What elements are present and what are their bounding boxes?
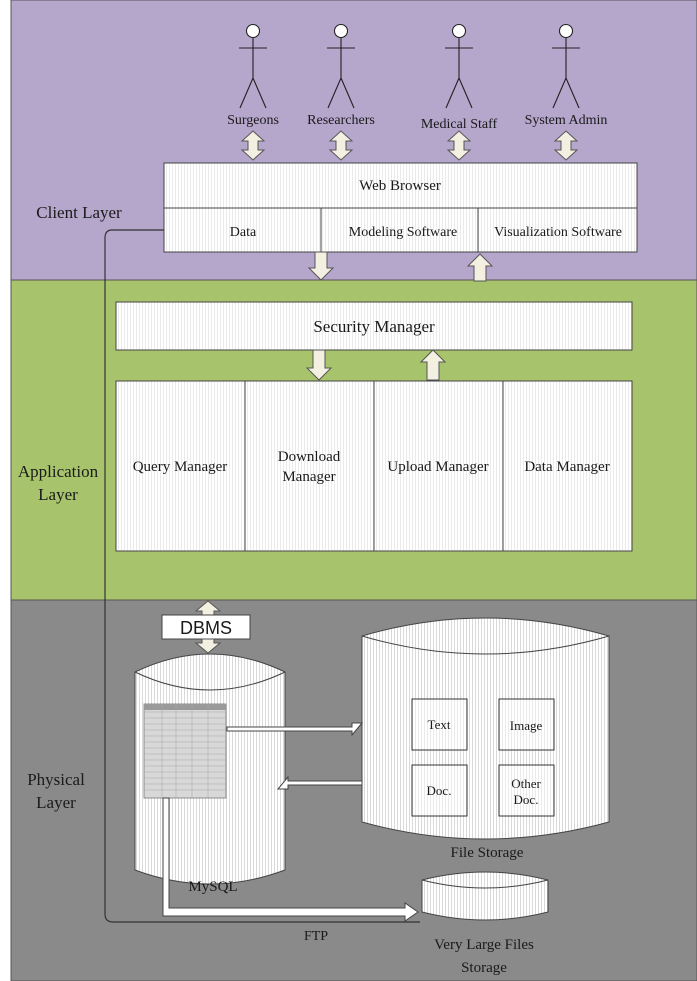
mysql-label: MySQL [188, 879, 237, 895]
dbms-box [161, 614, 251, 640]
actor-figure-icon [239, 38, 267, 109]
very-large-storage-label-line1: Very Large Files [434, 937, 534, 953]
query-manager-box [115, 380, 246, 552]
very-large-storage-label-line2: Storage [461, 960, 507, 976]
arrow-mysql-to-very-large [162, 797, 419, 922]
security-manager-box [115, 301, 633, 351]
web-browser-label: Web Browser [359, 178, 441, 194]
data-cell-label: Data [230, 225, 257, 240]
arrow-app-dbms [194, 600, 222, 616]
modeling-software-cell [320, 207, 479, 253]
file-type-doc-box [411, 764, 468, 817]
download-manager-label-line2: Manager [282, 469, 335, 485]
web-browser-box [163, 162, 638, 209]
actor-figure-icon [327, 38, 355, 109]
arrow-down-client-to-app [307, 251, 335, 281]
arrow-mysql-to-file-storage [226, 722, 364, 737]
actor-label: Researchers [307, 113, 375, 128]
file-type-image-label: Image [510, 718, 543, 733]
very-large-storage-cylinder [421, 871, 549, 921]
actor-researchers: Researchers [307, 23, 375, 161]
download-manager-label-line1: Download [278, 449, 341, 465]
actors-group: Surgeons Researchers Medical Staff System A… [227, 23, 608, 161]
actor-system-admin: System Admin [525, 23, 608, 161]
actor-head-icon [245, 23, 261, 39]
actor-figure-icon [445, 38, 473, 109]
arrow-up-app-to-client [466, 253, 494, 282]
dbms-label: DBMS [180, 618, 232, 638]
application-layer-label-line2: Layer [38, 485, 78, 504]
file-storage-label: File Storage [451, 845, 524, 861]
actor-head-icon [333, 23, 349, 39]
actor-browser-arrow-icon [240, 130, 266, 161]
actor-browser-arrow-icon [328, 130, 354, 161]
actor-browser-arrow-icon [553, 130, 579, 161]
arrow-file-storage-to-mysql [276, 775, 363, 790]
file-type-doc-label: Doc. [427, 783, 452, 798]
actor-head-icon [451, 23, 467, 39]
physical-layer-label-line2: Layer [36, 793, 76, 812]
file-type-image-box [498, 698, 555, 751]
actor-figure-icon [552, 38, 580, 109]
actor-label: System Admin [525, 113, 608, 128]
data-manager-label: Data Manager [524, 459, 609, 475]
file-type-other-doc-box [498, 764, 555, 817]
arrow-down-security-to-managers [305, 349, 333, 381]
modeling-software-label: Modeling Software [349, 225, 457, 240]
download-manager-box [244, 380, 375, 552]
visualization-software-cell [477, 207, 638, 253]
application-layer-label-line1: Application [18, 462, 99, 481]
very-large-storage-top [421, 879, 549, 889]
data-manager-box [502, 380, 633, 552]
file-type-text-box [411, 698, 468, 751]
actor-medical-staff: Medical Staff [421, 23, 498, 161]
arrow-dbms-mysql [194, 638, 222, 654]
actor-surgeons: Surgeons [227, 23, 279, 161]
upload-manager-box [373, 380, 504, 552]
ftp-connector-line [104, 229, 420, 923]
file-type-text-label: Text [428, 717, 451, 732]
actor-browser-arrow-icon [446, 130, 472, 161]
security-manager-label: Security Manager [313, 317, 435, 336]
actor-label: Medical Staff [421, 117, 498, 132]
actor-head-icon [558, 23, 574, 39]
arrow-up-managers-to-security [419, 349, 447, 381]
mysql-table-image [143, 703, 227, 799]
file-storage-cylinder [361, 617, 610, 840]
file-type-other-doc-label-line1: Other [511, 776, 541, 791]
physical-layer-label-line1: Physical [27, 770, 85, 789]
mysql-cylinder-top [134, 671, 286, 691]
query-manager-label: Query Manager [133, 459, 228, 475]
client-layer-label: Client Layer [36, 203, 122, 222]
upload-manager-label: Upload Manager [387, 459, 488, 475]
visualization-software-label: Visualization Software [494, 225, 622, 240]
ftp-label: FTP [304, 929, 328, 944]
file-storage-cylinder-top [361, 635, 610, 655]
data-cell [163, 207, 322, 253]
file-type-other-doc-label-line2: Doc. [514, 792, 539, 807]
actor-label: Surgeons [227, 113, 279, 128]
